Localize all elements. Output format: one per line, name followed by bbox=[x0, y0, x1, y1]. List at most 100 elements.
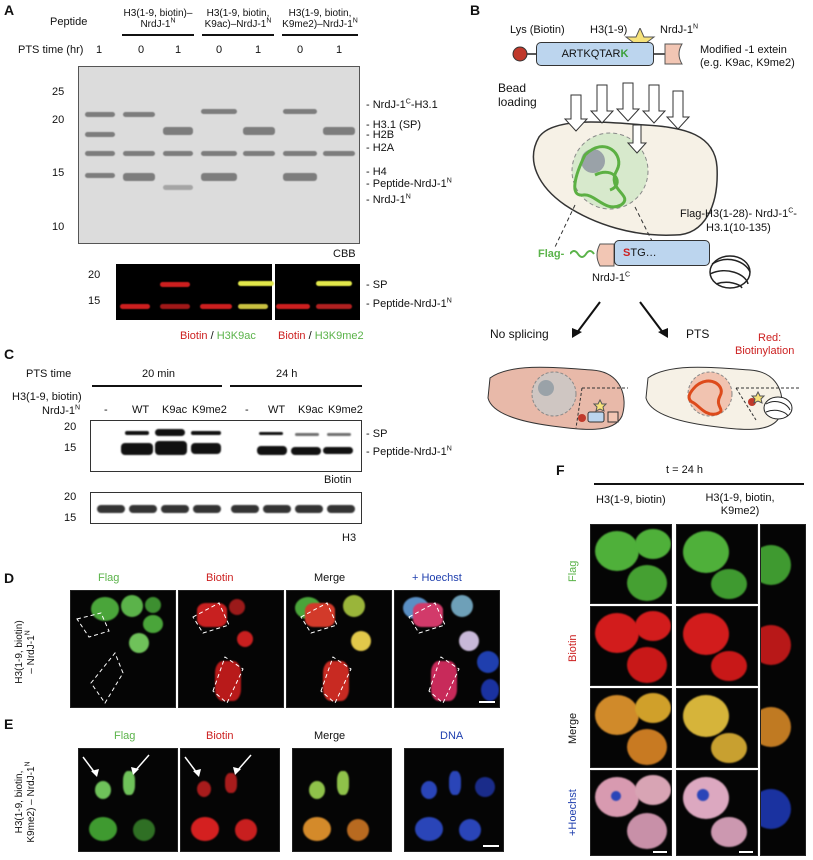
e-channel-biotin: Biotin bbox=[206, 730, 234, 742]
d-channel-flag: Flag bbox=[98, 572, 120, 584]
pts-time-label: PTS time (hr) bbox=[18, 44, 84, 56]
legend-k9ac: Biotin / H3K9ac bbox=[180, 330, 256, 342]
d-channel-merge: Merge bbox=[314, 572, 346, 584]
lane-1: - bbox=[104, 404, 108, 416]
c-mw-15: 15 bbox=[64, 442, 77, 454]
d-image-biotin bbox=[178, 590, 284, 708]
band-label-nrdjc-h31: - NrdJ-1C-H3.1 bbox=[366, 98, 438, 111]
d-side-label: H3(1-9, biotin) – NrdJ-1N bbox=[14, 620, 37, 684]
f-time-underline bbox=[594, 483, 804, 485]
modified-extein-line2: (e.g. K9ac, K9me2) bbox=[700, 57, 795, 69]
time-20min: 20 min bbox=[142, 368, 176, 380]
pts-time-c: PTS time bbox=[26, 368, 72, 380]
time-3: 1 bbox=[175, 44, 182, 56]
lane-6: WT bbox=[268, 404, 286, 416]
stg-box: STG… bbox=[614, 240, 710, 266]
time-5: 1 bbox=[255, 44, 262, 56]
pts-label: PTS bbox=[686, 327, 710, 341]
panel-f-letter: F bbox=[556, 462, 565, 478]
mw-15: 15 bbox=[52, 167, 65, 179]
f-c1-hoechst bbox=[590, 770, 672, 856]
f-c1-biotin bbox=[590, 606, 672, 686]
f-row-hoechst-label: +Hoechst bbox=[567, 789, 579, 836]
f-row-merge-label: Merge bbox=[567, 712, 579, 744]
cbb-label: CBB bbox=[333, 248, 356, 260]
nrdj-n-label: NrdJ-1N bbox=[660, 23, 699, 36]
fluor-mw-20: 20 bbox=[88, 269, 101, 281]
f-row-biotin-label: Biotin bbox=[567, 634, 579, 662]
f-col1-label: H3(1-9, biotin) bbox=[596, 494, 666, 506]
panel-d-letter: D bbox=[4, 570, 15, 586]
nrdjc-construct-diagram bbox=[570, 243, 751, 289]
f-c1-flag bbox=[590, 524, 672, 604]
f-c2-flag bbox=[676, 524, 758, 604]
panel-e-letter: E bbox=[4, 716, 14, 732]
mw-25: 25 bbox=[52, 86, 65, 98]
e-channel-dna: DNA bbox=[440, 730, 464, 742]
group-underline-3 bbox=[282, 34, 358, 36]
c-mw-20: 20 bbox=[64, 421, 77, 433]
mw-10: 10 bbox=[52, 221, 65, 233]
flag-construct-line2: H3.1(10-135) bbox=[706, 222, 771, 234]
row-h3-biotin: H3(1-9, biotin) bbox=[12, 391, 82, 403]
red-note-line2: Biotinylation bbox=[735, 345, 795, 357]
panel-a-letter: A bbox=[4, 2, 15, 18]
c-mw-20-h3: 20 bbox=[64, 491, 77, 503]
peptide-sequence-box: ARTKQTARK bbox=[536, 42, 654, 66]
e-channel-flag: Flag bbox=[114, 730, 136, 742]
lane-2: WT bbox=[132, 404, 150, 416]
e-image-dna bbox=[404, 748, 504, 852]
d-channel-biotin: Biotin bbox=[206, 572, 234, 584]
e-side-label: H3(1-9, biotin, K9me2) – NrdJ-1N bbox=[14, 761, 37, 843]
band-label-nrdjn: - NrdJ-1N bbox=[366, 193, 411, 206]
band-label-peptide-nrdjn: - Peptide-NrdJ-1N bbox=[366, 177, 452, 190]
time-24h: 24 h bbox=[276, 368, 298, 380]
group-underline-2 bbox=[202, 34, 274, 36]
f-scale-bar-2 bbox=[739, 851, 753, 853]
d-scale-bar bbox=[479, 701, 495, 703]
pts-cell-diagram bbox=[645, 366, 800, 430]
f-c1-merge bbox=[590, 688, 672, 768]
underline-24h bbox=[230, 385, 362, 387]
panel-c-letter: C bbox=[4, 346, 15, 362]
fluor-label-peptide: - Peptide-NrdJ-1N bbox=[366, 297, 452, 310]
d-image-merge bbox=[286, 590, 392, 708]
underline-20min bbox=[92, 385, 222, 387]
f-col2-label: H3(1-9, biotin, K9me2) bbox=[705, 492, 775, 517]
flag-construct-line1: Flag-H3(1-28)- NrdJ-1C- bbox=[680, 207, 797, 220]
band-label-h2a: - H2A bbox=[366, 142, 395, 154]
e-image-biotin bbox=[180, 748, 280, 852]
red-note-line1: Red: bbox=[758, 332, 782, 344]
bead-loading-line1: Bead bbox=[498, 81, 527, 95]
e-scale-bar bbox=[483, 845, 499, 847]
time-7: 1 bbox=[336, 44, 343, 56]
no-splicing-cell-diagram bbox=[487, 366, 628, 430]
lane-7: K9ac bbox=[298, 404, 324, 416]
panel-b-letter: B bbox=[470, 2, 481, 18]
h3-1-9-label: H3(1-9) bbox=[590, 24, 628, 36]
c-band-sp: - SP bbox=[366, 428, 388, 440]
h3-blot bbox=[90, 492, 362, 524]
biotin-blot bbox=[90, 420, 362, 472]
band-label-h2b: - H2B bbox=[366, 129, 395, 141]
f-time-label: t = 24 h bbox=[666, 464, 704, 476]
group-label-1: H3(1-9, biotin)– NrdJ-1N bbox=[123, 8, 193, 30]
blot-label-h3: H3 bbox=[342, 532, 357, 544]
f-row-flag-label: Flag bbox=[567, 560, 579, 582]
modified-extein-line1: Modified -1 extein bbox=[700, 44, 787, 56]
peptide-label: Peptide bbox=[50, 16, 88, 28]
c-band-peptide: - Peptide-NrdJ-1N bbox=[366, 445, 452, 458]
mw-20: 20 bbox=[52, 114, 65, 126]
fluor-label-sp: - SP bbox=[366, 279, 388, 291]
e-image-merge bbox=[292, 748, 392, 852]
band-label-h31-sp: - H3.1 (SP) bbox=[366, 119, 422, 131]
bead-loading-cell-diagram bbox=[532, 82, 718, 248]
cbb-gel bbox=[78, 66, 360, 244]
nrdjc-label: NrdJ-1C bbox=[592, 271, 631, 284]
fluor-mw-15: 15 bbox=[88, 295, 101, 307]
bead-loading-line2: loading bbox=[498, 95, 537, 109]
band-label-h4: - H4 bbox=[366, 166, 387, 178]
time-4: 0 bbox=[216, 44, 223, 56]
lane-8: K9me2 bbox=[328, 404, 363, 416]
legend-k9me2: Biotin / H3K9me2 bbox=[278, 330, 364, 342]
